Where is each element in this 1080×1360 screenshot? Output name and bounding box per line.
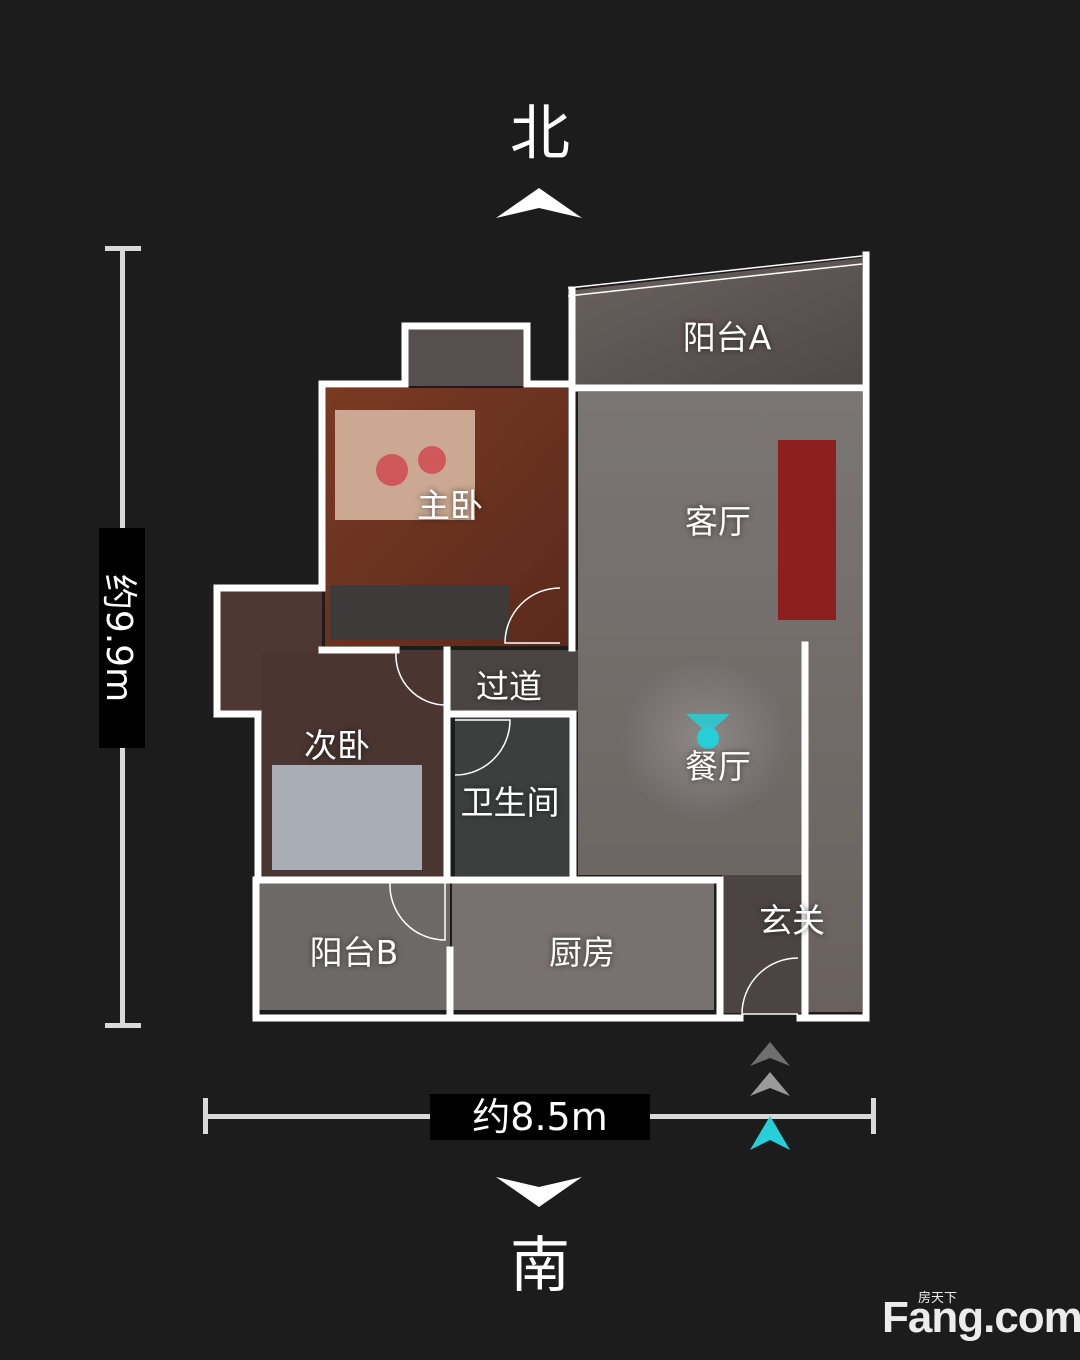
door-second-bedroom [395,651,447,706]
room-label-bathroom: 卫生间 [460,783,560,822]
room-label-second-bedroom: 次卧 [304,726,370,765]
wall-outer-bottom [252,876,744,1022]
room-label-entrance: 玄关 [759,901,825,940]
walls [213,251,870,1022]
second-bedroom-bed [272,765,422,870]
door-master-bedroom [504,587,561,644]
wall-second-bedroom-left [213,584,324,884]
wall-outer-right [796,251,870,1022]
room-label-balcony-a: 阳台A [682,318,772,357]
fang-logo-cn: 房天下 [918,1291,958,1306]
entrance-arrows-icon [750,1042,790,1150]
room-label-balcony-b: 阳台B [309,933,399,972]
master-bedroom-lower [330,585,510,640]
room-label-dining-room: 餐厅 [685,747,751,786]
door-balcony-b [389,882,446,941]
door-swings [389,587,799,1015]
wall-kitchen-top [254,876,724,1016]
balcony-a-glass [567,255,863,297]
balcony-a-floor [575,258,862,385]
wall-bathroom [448,710,577,884]
height-dimension-label-box: 约9.9m [98,528,145,748]
bathroom-floor [455,716,573,876]
bed-flower-2 [418,446,446,474]
south-label: 南 [510,1231,570,1301]
fang-logo: 房天下 Fang.com [882,1287,1080,1343]
position-marker-icon [686,714,730,749]
kitchen-floor [452,880,714,1010]
room-label-living-room: 客厅 [685,502,751,541]
room-label-master-bedroom: 主卧 [417,486,483,525]
bed-flower-1 [376,454,408,486]
width-dimension-label: 约8.5m [430,1094,650,1140]
fang-logo-text: Fang.com [882,1293,1080,1342]
room-label-kitchen: 厨房 [549,933,615,972]
entrance-floor [722,875,804,1013]
room-label-hallway: 过道 [476,667,542,706]
door-entrance [741,957,799,1015]
door-bathroom [454,719,511,776]
wall-master-bedroom [318,322,572,592]
bay-window-floor [405,328,527,386]
hallway-floor [448,650,578,712]
north-arrow-icon [496,188,582,218]
south-arrow-icon [496,1177,582,1207]
width-dimension-right-cap [871,1098,876,1134]
balcony-b-floor [258,880,450,1010]
north-label: 北 [510,99,570,169]
height-dimension-bottom-cap [105,1023,141,1028]
sofa [778,440,836,620]
